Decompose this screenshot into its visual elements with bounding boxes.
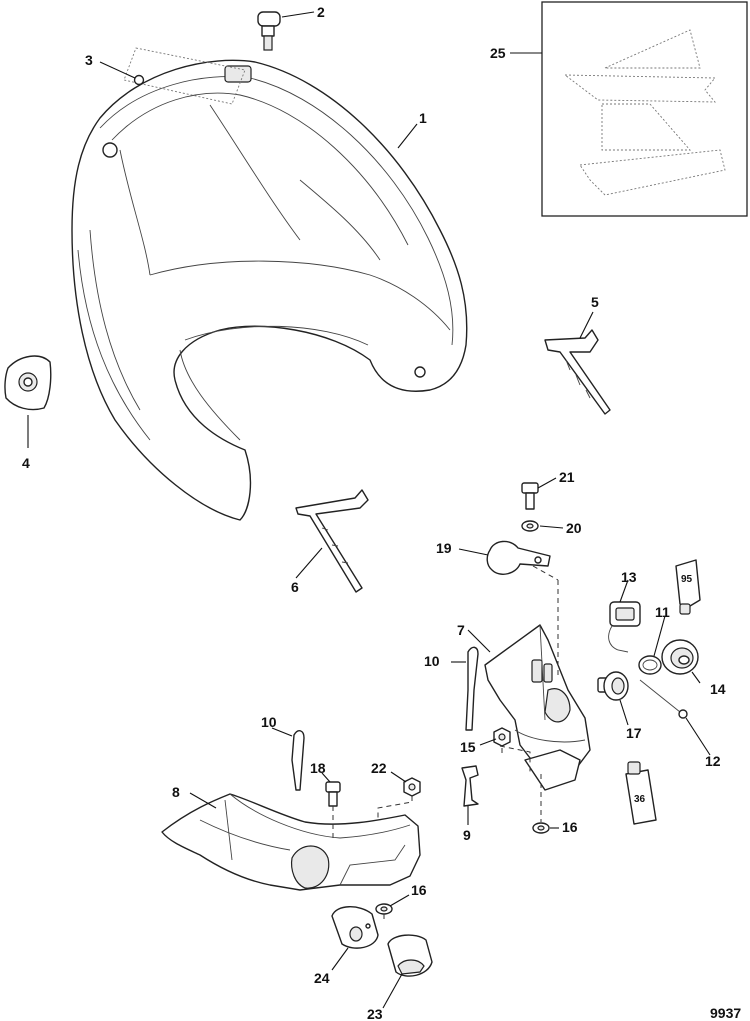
- lubricant-tube-95: [675, 559, 701, 615]
- rear-housing: [484, 624, 591, 791]
- sealant-tube-36: [625, 761, 657, 825]
- callout-6: 6: [291, 579, 299, 595]
- right-bracket: [544, 329, 611, 415]
- leader-lines: [27, 11, 711, 1009]
- callout-4: 4: [22, 455, 30, 471]
- bottom-cowl-front: [161, 793, 421, 891]
- callout-17: 17: [626, 725, 642, 741]
- sleeve-24: [331, 906, 379, 949]
- callout-9: 9: [463, 827, 471, 843]
- callout-14: 14: [710, 681, 726, 697]
- callout-20: 20: [566, 520, 582, 536]
- callout-labels: 1 2 3 4 5 6 7 8 9 10 10 11 12 13 14 15 1…: [22, 4, 726, 1021]
- rear-grommet: [4, 355, 52, 411]
- callout-2: 2: [317, 4, 325, 20]
- callout-25: 25: [490, 45, 506, 61]
- fitting-17: [597, 671, 629, 701]
- clip-19: [486, 540, 551, 575]
- callout-8: 8: [172, 784, 180, 800]
- left-bracket: [295, 489, 369, 593]
- fill-cap-14: [661, 639, 699, 675]
- callout-13: 13: [621, 569, 637, 585]
- top-cowl: [71, 59, 468, 521]
- callout-16-right: 16: [562, 819, 578, 835]
- callout-24: 24: [314, 970, 330, 986]
- sleeve-23: [387, 934, 433, 977]
- seal-strip-lower: [291, 730, 305, 791]
- assembly-lines: [332, 565, 559, 922]
- callout-16-lower: 16: [411, 882, 427, 898]
- callout-18: 18: [310, 760, 326, 776]
- seal-strip-upper: [465, 646, 479, 731]
- top-fastener: [257, 11, 281, 51]
- callout-3: 3: [85, 52, 93, 68]
- washer-16-lower: [375, 903, 393, 915]
- callout-11: 11: [655, 604, 670, 620]
- callout-12: 12: [705, 753, 721, 769]
- callout-10-upper: 10: [424, 653, 440, 669]
- callout-23: 23: [367, 1006, 383, 1021]
- nut-22: [403, 777, 421, 797]
- nut-15: [493, 727, 511, 747]
- tether-12: [639, 679, 688, 719]
- tube-label-95: 95: [681, 574, 693, 585]
- callout-7: 7: [457, 622, 465, 638]
- o-ring-11: [638, 655, 662, 675]
- tube-label-36: 36: [634, 794, 646, 805]
- callout-5: 5: [591, 294, 599, 310]
- connector-13: [608, 601, 641, 653]
- callout-15: 15: [460, 739, 476, 755]
- screw-18: [325, 781, 341, 807]
- callout-19: 19: [436, 540, 452, 556]
- figure-number: 9937: [710, 1005, 741, 1021]
- callout-21: 21: [559, 469, 575, 485]
- callout-10-lower: 10: [261, 714, 277, 730]
- clip-9: [461, 765, 479, 807]
- washer-20: [521, 520, 539, 532]
- washer-16-right: [532, 822, 550, 834]
- decal-set-box: [541, 1, 748, 217]
- callout-1: 1: [419, 110, 427, 126]
- small-washer: [123, 47, 246, 105]
- callout-22: 22: [371, 760, 387, 776]
- screw-21: [521, 482, 539, 510]
